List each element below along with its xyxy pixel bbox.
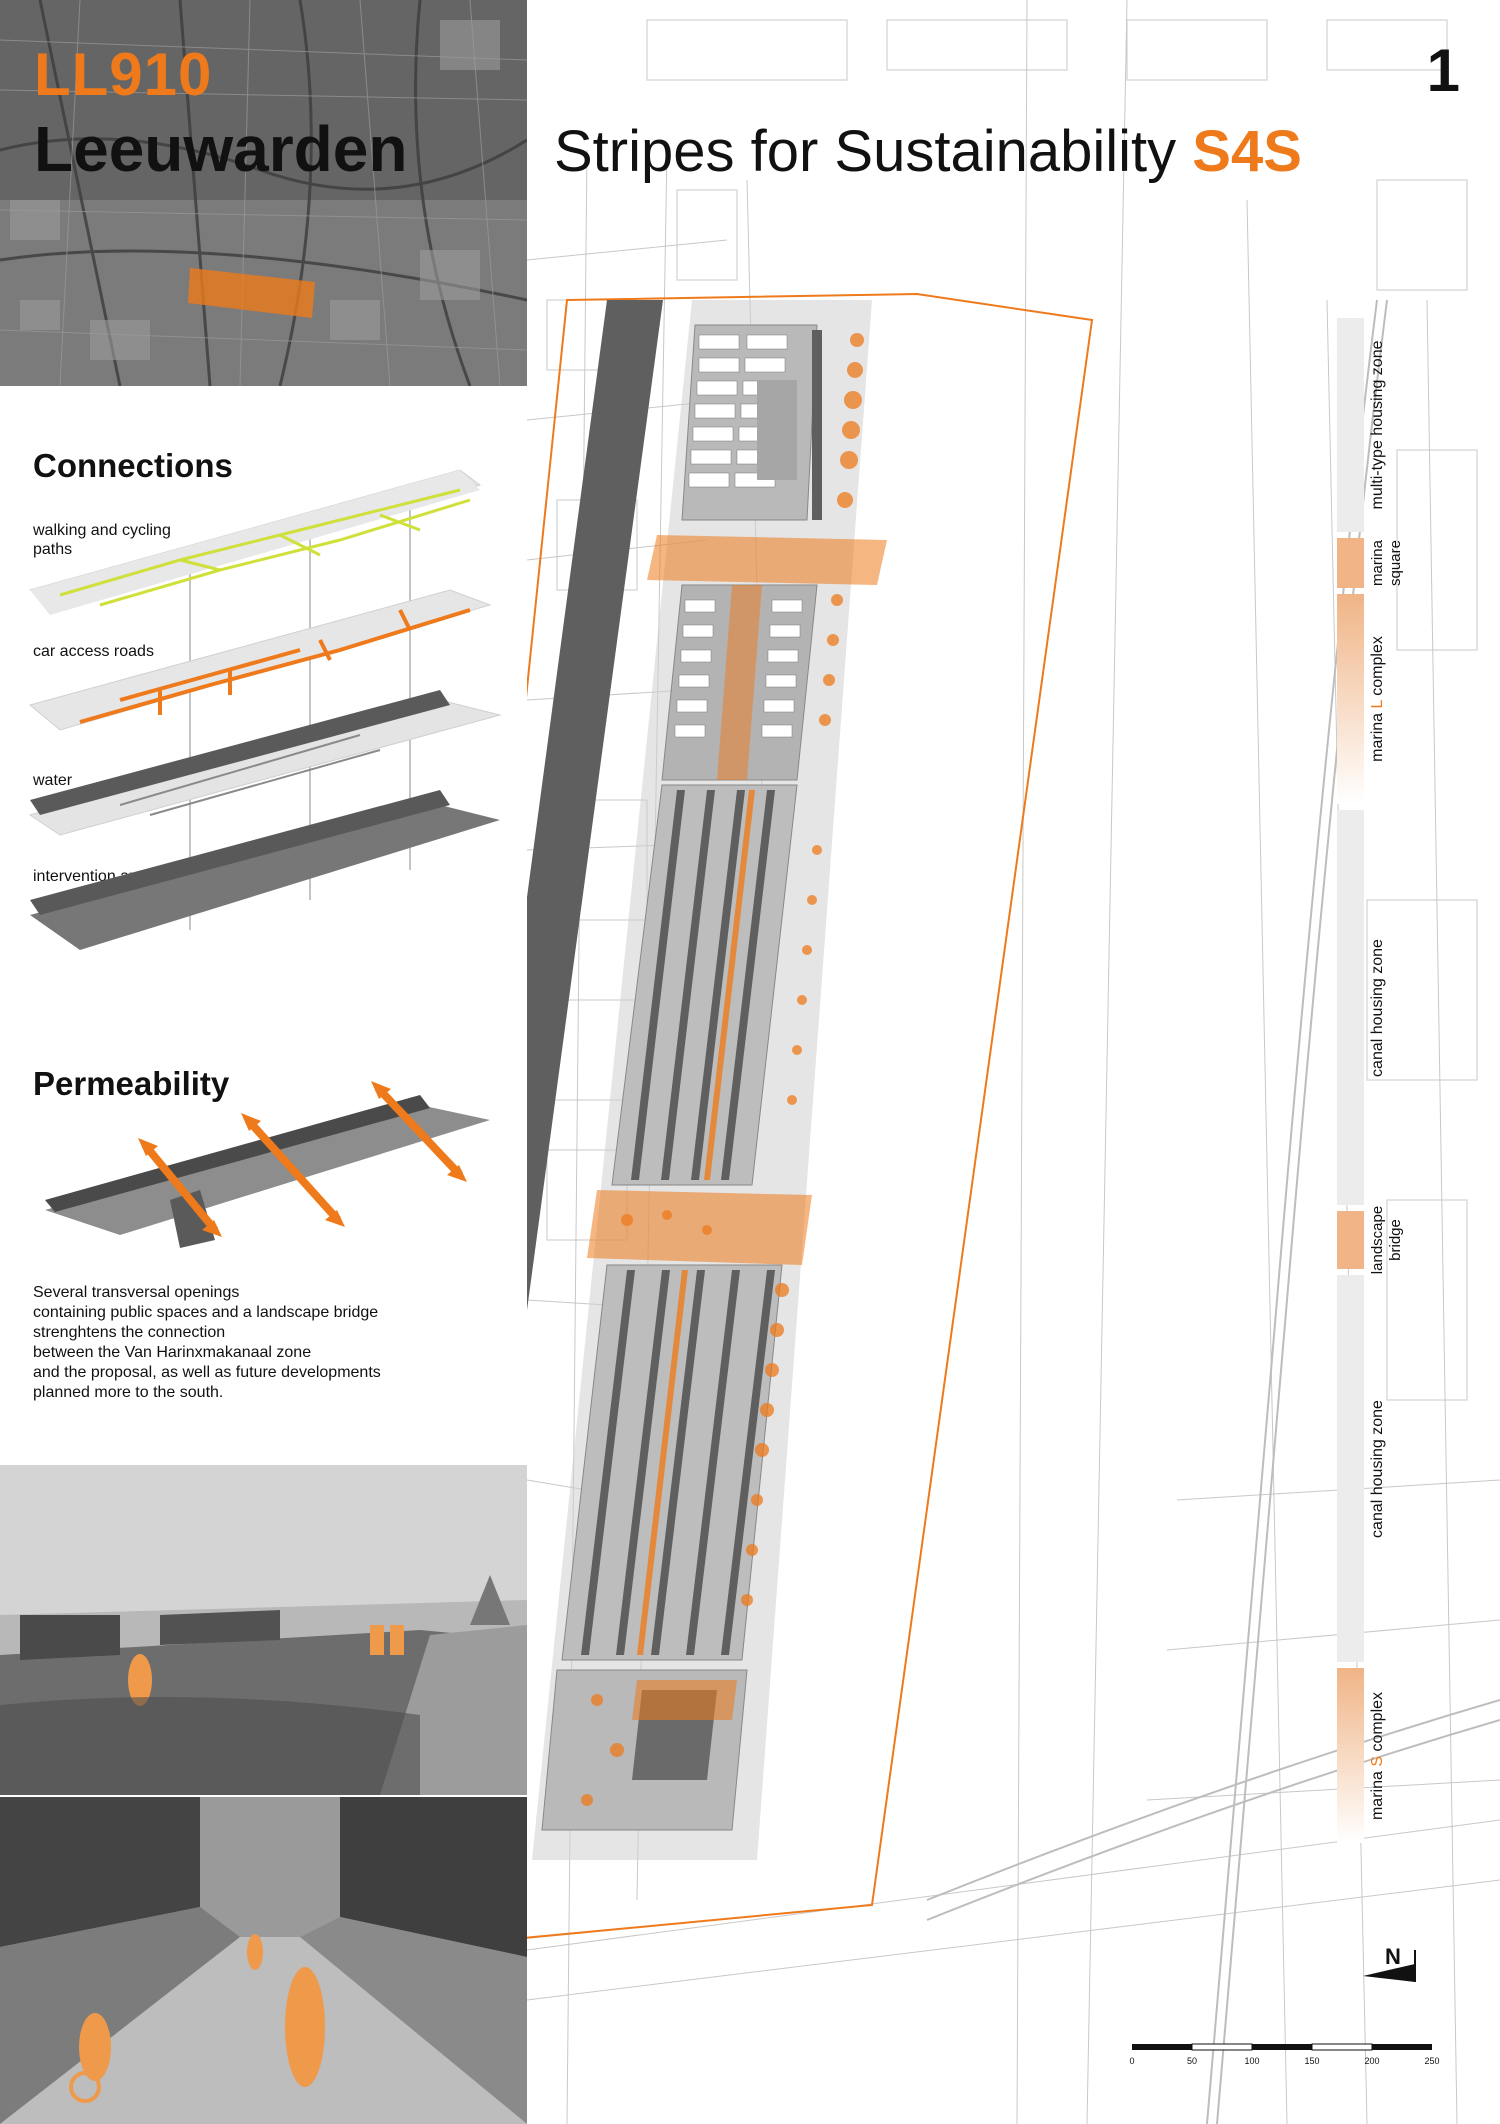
figure-pedestrian	[285, 1967, 325, 2087]
zone-bar	[1337, 810, 1364, 1205]
zone-label-part: complex	[1369, 1691, 1386, 1756]
zone-label-line: bridge	[1387, 1219, 1404, 1261]
permeability-description: Several transversal openings containing …	[33, 1284, 381, 1401]
context-streets	[527, 0, 1500, 2124]
main-title-text: Stripes for Sustainability	[554, 119, 1177, 184]
landscape-bridge	[587, 1190, 812, 1265]
north-arrow: N	[1363, 1944, 1423, 1984]
site-plan-panel: 1 Stripes for Sustainability S4S multi-t…	[527, 0, 1500, 2124]
zone-label-part: complex	[1369, 636, 1386, 701]
zone-marina-S: marina S complex	[1337, 1668, 1397, 1843]
canal	[527, 300, 663, 1311]
zone-bar	[1337, 1211, 1364, 1269]
scale-bar: 0 50 100 150 200 250	[1127, 2036, 1467, 2076]
render-canal-walk	[0, 1465, 527, 1795]
aerial-photo: LL910 Leeuwarden	[0, 0, 527, 386]
zone-label-accent: S	[1369, 1755, 1386, 1767]
figure-cyclist-2	[79, 2013, 111, 2081]
zone-landscape-bridge: landscape bridge	[1337, 1206, 1404, 1274]
zone-bar	[1337, 1668, 1364, 1843]
project-code: LL910	[34, 41, 213, 108]
layer-area	[30, 790, 500, 950]
block-canal-housing-2	[561, 1264, 783, 1661]
aerial-map-graphic	[0, 0, 527, 386]
zone-label: canal housing zone	[1369, 1399, 1386, 1538]
zone-bar	[1337, 538, 1364, 588]
zone-canal-housing-2: canal housing zone	[1337, 1275, 1397, 1662]
zone-bar	[1337, 318, 1364, 532]
figure-cyclist	[128, 1654, 152, 1706]
scale-tick: 100	[1244, 2056, 1259, 2066]
layer-label-roads: car access roads	[33, 643, 154, 660]
zone-label: marina L complex	[1369, 636, 1387, 762]
connections-title: Connections	[33, 447, 233, 484]
permeability-diagram	[45, 1081, 490, 1248]
zone-label: multi-type housing zone	[1369, 340, 1386, 510]
sheet-number: 1	[1426, 37, 1460, 104]
zone-multi-type-housing: multi-type housing zone	[1337, 318, 1397, 532]
main-title: Stripes for Sustainability S4S	[554, 118, 1302, 185]
intervention-boundary	[527, 292, 1094, 1939]
zone-label-part: marina	[1369, 708, 1386, 762]
layer-label-paths: walking and cycling paths	[33, 522, 171, 558]
scale-tick: 50	[1187, 2056, 1197, 2066]
block-marina-S	[541, 1669, 748, 1831]
render-street-view-image	[0, 1797, 527, 2124]
zone-label-line: marina	[1369, 540, 1386, 586]
layer-water	[28, 690, 502, 836]
trees	[581, 333, 864, 1806]
scale-tick: 150	[1304, 2056, 1319, 2066]
render-street-view	[0, 1797, 527, 2124]
zone-label: canal housing zone	[1369, 938, 1386, 1077]
scale-tick: 250	[1424, 2056, 1439, 2066]
zone-label-line: square	[1387, 540, 1404, 586]
site-plan-drawing	[527, 0, 1500, 2124]
scale-bar-graphic: 0 50 100 150 200 250	[1129, 2043, 1440, 2066]
zone-bar	[1337, 1275, 1364, 1662]
render-canal-walk-image	[0, 1465, 527, 1795]
zone-legend-strip: multi-type housing zone marina square ma…	[1337, 318, 1404, 1843]
block-multi-type-housing	[681, 324, 822, 521]
zone-label: landscape bridge	[1369, 1206, 1405, 1274]
zone-canal-housing-1: canal housing zone	[1337, 810, 1397, 1205]
permeability-arrows	[138, 1081, 467, 1237]
layer-paths	[28, 469, 482, 615]
north-label: N	[1385, 1944, 1401, 1969]
permeability-title: Permeability	[33, 1065, 230, 1102]
scale-tick: 200	[1364, 2056, 1379, 2066]
block-marina-L	[661, 584, 818, 781]
zone-label-line: landscape	[1369, 1205, 1386, 1275]
marina-square	[647, 535, 887, 585]
layer-roads	[28, 589, 492, 731]
zone-label-accent: L	[1369, 700, 1386, 709]
main-title-accent: S4S	[1192, 119, 1302, 184]
zone-label: marina square	[1369, 540, 1405, 586]
left-column: LL910 Leeuwarden Connections walking and…	[0, 0, 527, 2124]
north-arrow-icon: N	[1363, 1944, 1416, 1982]
zone-marina-square: marina square	[1337, 538, 1404, 588]
connections-layers-diagram	[28, 469, 502, 950]
layer-label-water: water	[33, 772, 73, 789]
city-name: Leeuwarden	[34, 113, 408, 185]
zone-bar	[1337, 594, 1364, 804]
zone-label-part: marina	[1369, 1766, 1386, 1820]
zone-label: marina S complex	[1369, 1691, 1387, 1819]
zone-marina-L: marina L complex	[1337, 594, 1397, 804]
scale-tick: 0	[1129, 2056, 1134, 2066]
block-canal-housing-1	[611, 784, 798, 1186]
